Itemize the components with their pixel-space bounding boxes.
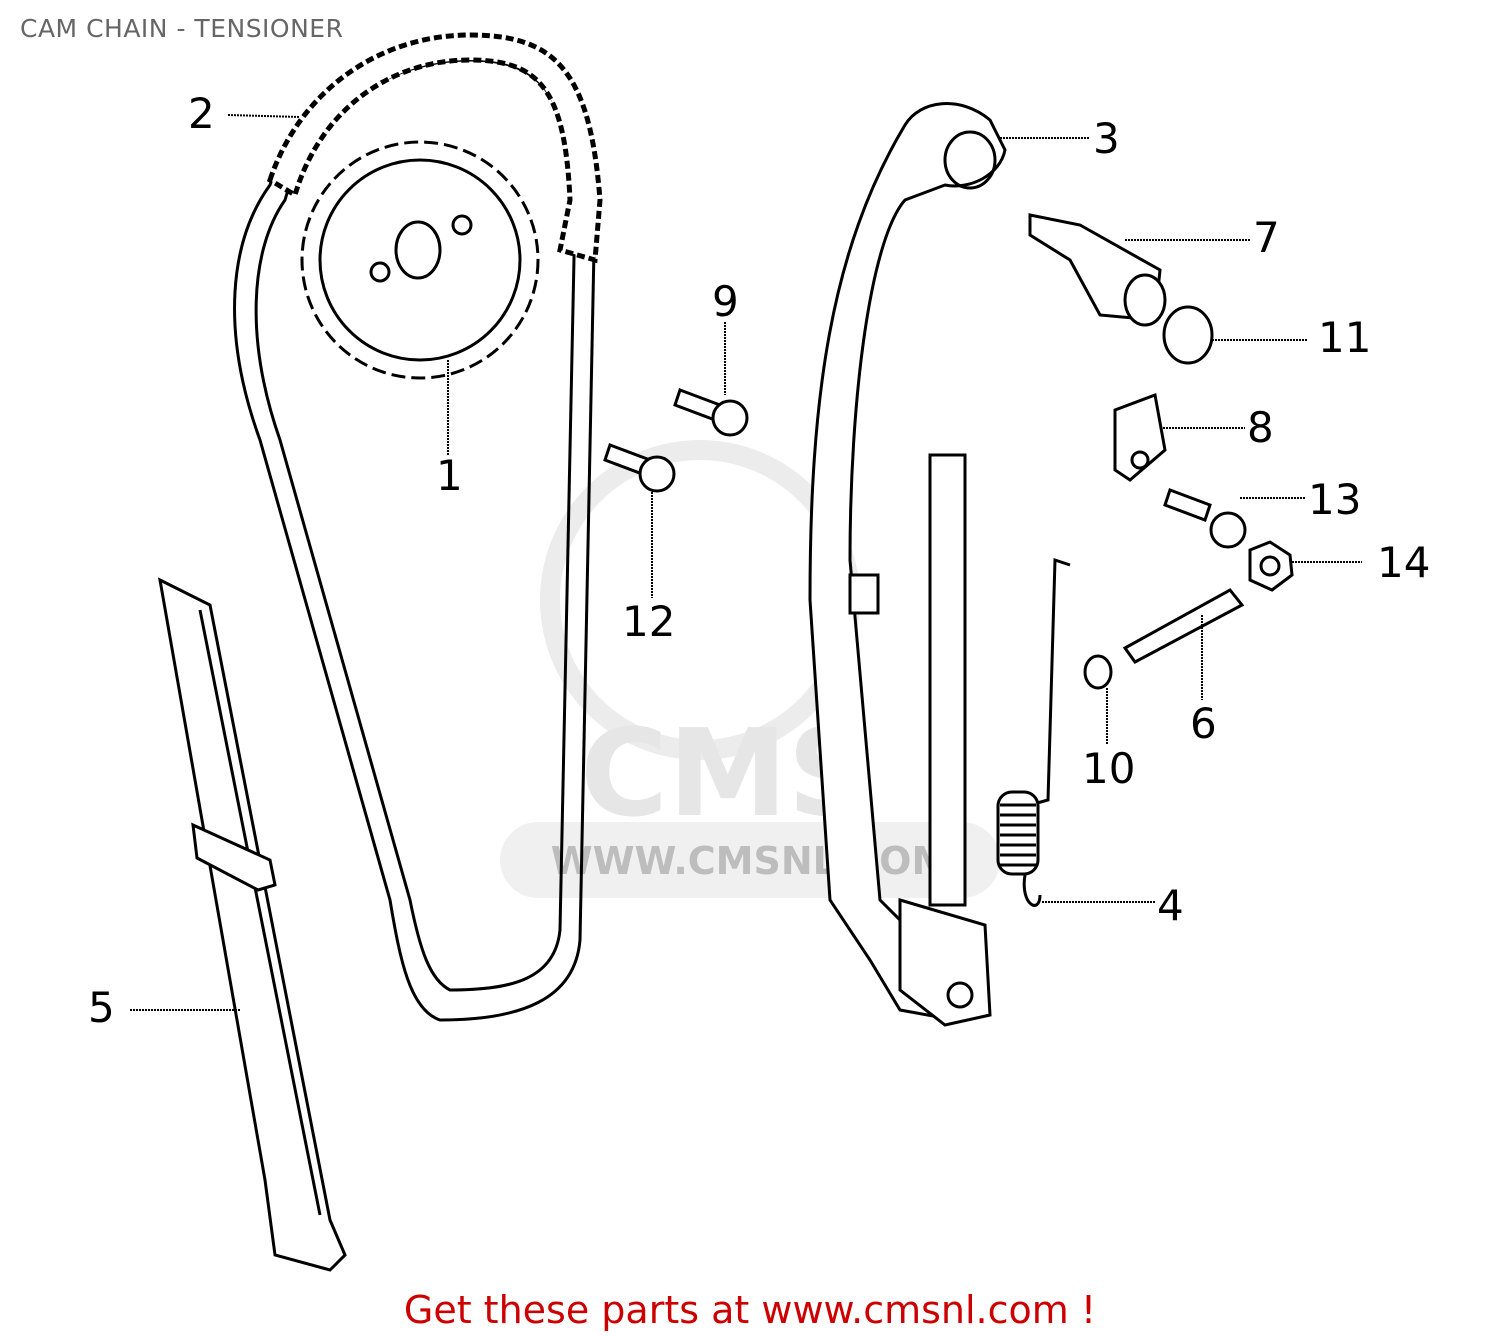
callout-9: 9 xyxy=(712,277,739,395)
watermark-logo: CMS WWW.CMSNL.COM xyxy=(500,440,1000,898)
callout-6: 6 xyxy=(1190,615,1217,748)
cam-chain xyxy=(233,32,603,1022)
callout-label: 13 xyxy=(1308,475,1361,524)
callout-label: 9 xyxy=(712,277,739,326)
callout-8: 8 xyxy=(1160,403,1274,452)
footer-link[interactable]: Get these parts at www.cmsnl.com ! xyxy=(403,1288,1097,1332)
bolt-13 xyxy=(1163,488,1247,549)
diagram-title: CAM CHAIN - TENSIONER xyxy=(20,14,344,43)
callout-label: 8 xyxy=(1247,403,1274,452)
watermark-url: WWW.CMSNL.COM xyxy=(551,839,950,883)
callout-label: 12 xyxy=(622,597,675,646)
callout-label: 14 xyxy=(1377,538,1430,587)
callout-11: 11 xyxy=(1212,313,1371,362)
callout-label: 2 xyxy=(188,89,215,138)
callout-14: 14 xyxy=(1292,538,1430,587)
o-ring-11 xyxy=(1162,305,1214,365)
callout-label: 6 xyxy=(1190,699,1217,748)
callout-label: 1 xyxy=(436,451,463,500)
callout-4: 4 xyxy=(1042,881,1184,930)
callout-12: 12 xyxy=(622,492,675,646)
stopper-plate-8 xyxy=(1113,392,1167,482)
callout-1: 1 xyxy=(436,360,463,500)
adjusting-bolt-6 xyxy=(1122,588,1245,664)
cam-sprocket xyxy=(300,140,540,380)
nut-14 xyxy=(1248,540,1294,592)
tensioner-spring-4 xyxy=(996,557,1071,907)
tensioner-arm xyxy=(808,102,1007,1027)
callout-5: 5 xyxy=(88,983,240,1032)
washer-10 xyxy=(1083,654,1113,690)
callout-2: 2 xyxy=(188,89,301,138)
callout-label: 3 xyxy=(1093,114,1120,163)
callout-label: 10 xyxy=(1082,744,1135,793)
callout-3: 3 xyxy=(1000,114,1120,163)
tensioner-plunger-7 xyxy=(1028,213,1167,327)
callout-13: 13 xyxy=(1240,475,1361,524)
bolt-9 xyxy=(673,388,749,437)
callout-7: 7 xyxy=(1125,213,1280,262)
chain-guide xyxy=(158,577,347,1272)
callout-label: 7 xyxy=(1253,213,1280,262)
callout-label: 5 xyxy=(88,983,115,1032)
callout-label: 4 xyxy=(1157,881,1184,930)
callout-10: 10 xyxy=(1082,688,1135,793)
callout-label: 11 xyxy=(1318,313,1371,362)
bolt-12 xyxy=(603,443,676,493)
